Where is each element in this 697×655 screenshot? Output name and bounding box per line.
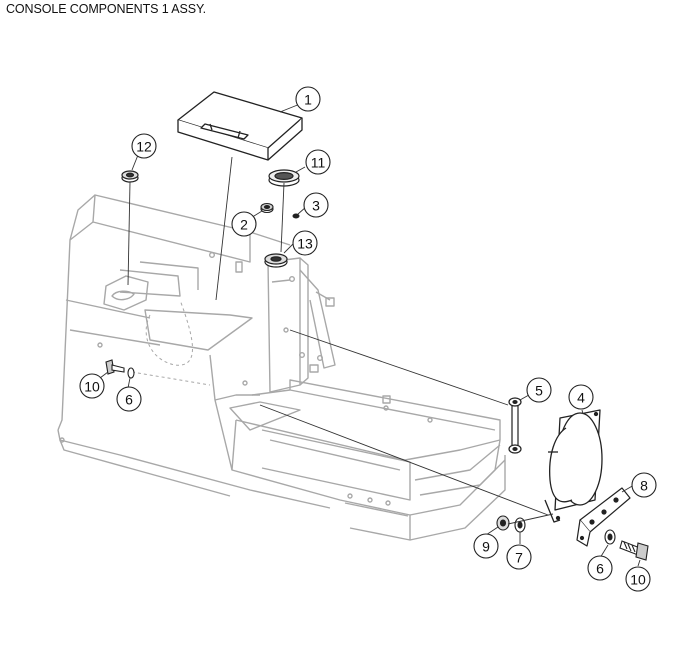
callout-circle	[587, 555, 613, 581]
callout-label: 8	[640, 478, 648, 494]
callout-label: 1	[304, 92, 312, 108]
leader-lines	[99, 103, 641, 567]
callout-label: 11	[311, 155, 326, 171]
callout-c3: 3	[303, 192, 329, 218]
housing-part-4	[544, 409, 603, 523]
callout-circle	[131, 133, 157, 159]
callout-circle	[231, 211, 257, 237]
callout-circle	[568, 384, 594, 410]
callout-circle	[526, 377, 552, 403]
callout-c1: 1	[295, 86, 321, 112]
callout-circle	[292, 230, 318, 256]
nut-part-2	[260, 202, 274, 214]
callout-circle	[631, 472, 657, 498]
lock-washer-part-6-right	[604, 529, 616, 545]
callout-label: 3	[312, 198, 320, 214]
callout-circle	[625, 566, 651, 592]
page-title: CONSOLE COMPONENTS 1 ASSY.	[6, 2, 207, 16]
callout-c4: 4	[568, 384, 594, 410]
callout-c11: 11	[305, 149, 331, 175]
bolt-part-10-right	[619, 540, 649, 561]
callout-label: 9	[482, 539, 490, 555]
callout-c5: 5	[526, 377, 552, 403]
mounting-plate-part-8	[576, 487, 631, 547]
callout-label: 6	[596, 561, 604, 577]
callout-c8: 8	[631, 472, 657, 498]
dashed-strap	[131, 299, 211, 386]
callout-circle	[305, 149, 331, 175]
callout-label: 6	[125, 392, 133, 408]
bushing-part-12	[121, 170, 139, 183]
callout-c12: 12	[131, 133, 157, 159]
callout-c10a: 10	[79, 373, 105, 399]
callout-circle	[295, 86, 321, 112]
console-lid-part-1	[177, 91, 303, 161]
callout-label: 2	[240, 217, 248, 233]
grommet-part-11	[268, 169, 300, 187]
callout-circle	[506, 544, 532, 570]
callout-c6a: 6	[116, 386, 142, 412]
callout-circle	[116, 386, 142, 412]
callout-label: 7	[515, 550, 523, 566]
callout-label: 12	[136, 139, 152, 155]
console-frame	[57, 194, 506, 541]
callout-label: 13	[297, 236, 313, 252]
lock-washer-part-6-left	[127, 367, 135, 379]
callout-label: 10	[630, 572, 646, 588]
callout-c2: 2	[231, 211, 257, 237]
callout-circle	[303, 192, 329, 218]
plug-part-3	[292, 213, 300, 219]
callout-c10b: 10	[625, 566, 651, 592]
link-rod-part-5	[508, 397, 522, 454]
grommet-part-13	[264, 253, 288, 268]
callout-label: 10	[84, 379, 100, 395]
callout-c13: 13	[292, 230, 318, 256]
callout-label: 5	[535, 383, 543, 399]
nut-part-9	[496, 515, 510, 531]
bolt-part-10-left	[105, 359, 125, 375]
callout-label: 4	[577, 390, 585, 406]
callout-c7: 7	[506, 544, 532, 570]
callout-c6b: 6	[587, 555, 613, 581]
callout-circle	[473, 533, 499, 559]
callout-c9: 9	[473, 533, 499, 559]
callout-circle	[79, 373, 105, 399]
